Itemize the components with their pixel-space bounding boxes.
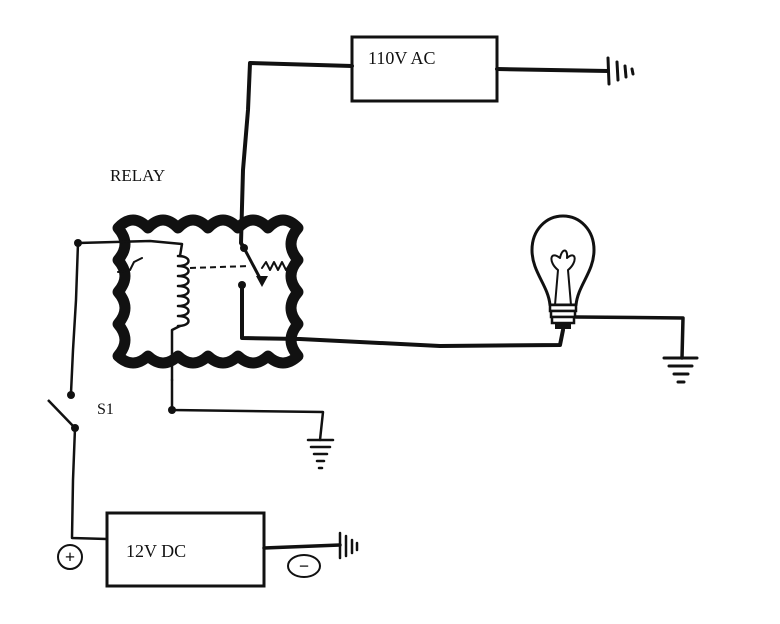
switch-bottom-wire [70,426,109,541]
negative-terminal-label: − [299,556,309,576]
relay-housing [112,214,304,369]
switch-upper-terminal [67,391,75,399]
relay-spring [261,261,291,271]
positive-terminal-label: + [65,547,75,567]
switch-s1-blade [47,399,76,429]
lamp-return-wire [574,315,685,360]
switch-label: S1 [97,401,114,418]
ac-source-label: 110V AC [368,48,436,68]
coil-ground-icon [306,438,335,470]
lamp-feed-wire [240,283,565,348]
ac-ground-icon [606,56,635,86]
armature-link [189,265,251,269]
arm-tip [256,276,268,287]
light-bulb-icon [530,214,596,329]
negative-terminal-icon [287,554,321,578]
coil-ground-wire [170,378,325,442]
relay-coil [176,254,190,328]
coil-core [117,257,143,273]
dc-source-label: 12V DC [126,541,186,561]
coil-lead-top [76,239,184,258]
coil-lead-bottom [170,324,182,382]
ac-return-wire [495,67,610,73]
ac-supply-wire [239,61,354,250]
lamp-ground-icon [662,356,699,384]
ac-source-box [350,35,499,103]
dc-source-box [105,511,266,588]
switch-top-wire [69,241,80,395]
positive-terminal-icon [57,544,83,570]
dc-ground-icon [338,531,359,560]
dc-negative-wire [262,543,342,550]
relay-label: RELAY [110,166,165,185]
